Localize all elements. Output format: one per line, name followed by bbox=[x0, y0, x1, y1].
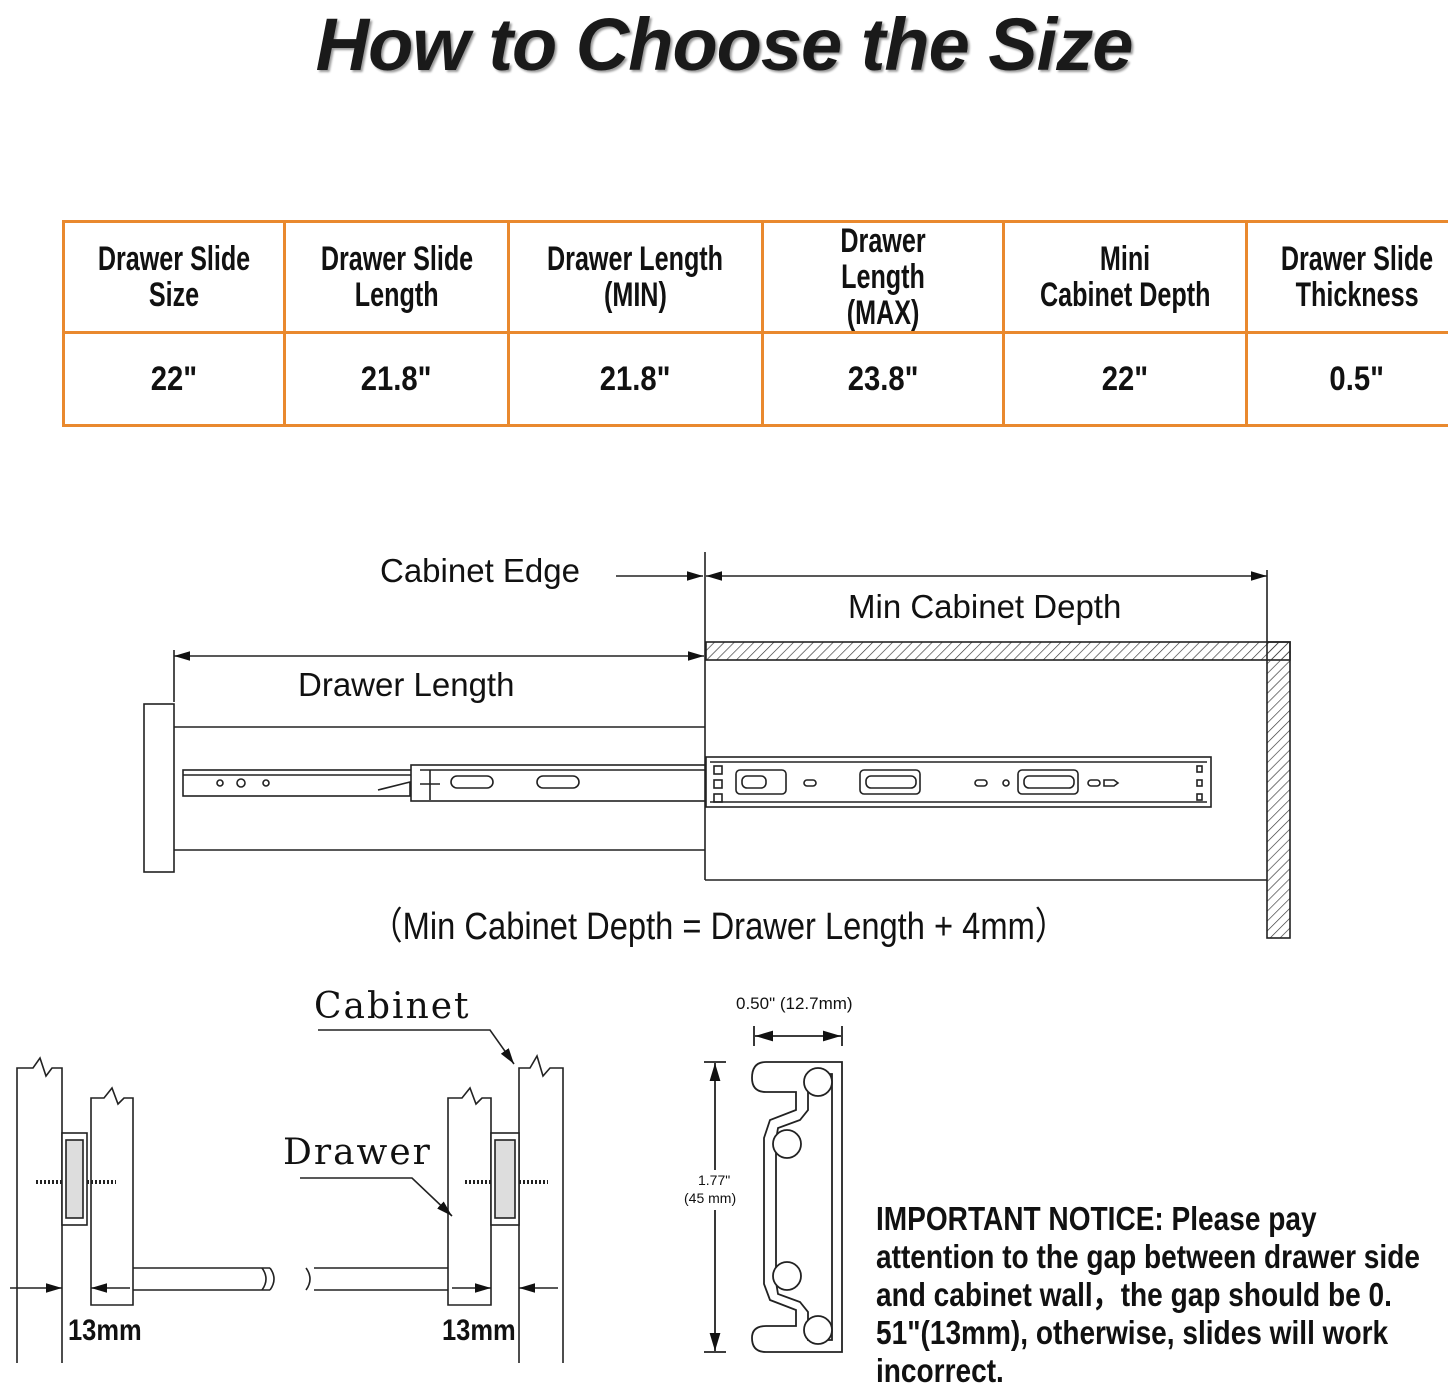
drawer-front bbox=[144, 704, 174, 872]
ball-bearing bbox=[804, 1316, 832, 1344]
slide-outer-member bbox=[706, 757, 1211, 807]
drawer-label: Drawer bbox=[283, 1132, 432, 1173]
drawer-length-label: Drawer Length bbox=[298, 666, 514, 704]
profile-height-inch-label: 1.77" bbox=[698, 1172, 730, 1188]
ball-bearing bbox=[773, 1130, 801, 1158]
depth-formula: （Min Cabinet Depth = Drawer Length + 4mm… bbox=[370, 895, 1067, 950]
ball-bearing bbox=[773, 1262, 801, 1290]
right-drawer-wall bbox=[448, 1088, 491, 1305]
profile-height-mm-label: (45 mm) bbox=[684, 1190, 736, 1206]
right-cabinet-wall bbox=[519, 1056, 563, 1363]
cabinet-back-panel bbox=[1267, 642, 1290, 938]
left-drawer-wall bbox=[91, 1088, 133, 1305]
cabinet-leader bbox=[318, 1030, 514, 1064]
profile-width-label: 0.50" (12.7mm) bbox=[736, 994, 853, 1014]
ball-bearing bbox=[804, 1068, 832, 1096]
important-notice: IMPORTANT NOTICE: Please pay attention t… bbox=[876, 1200, 1437, 1390]
left-cabinet-wall bbox=[17, 1058, 62, 1363]
cabinet-top-panel bbox=[706, 642, 1290, 660]
slide-profile bbox=[704, 1026, 842, 1352]
gap-left-label: 13mm bbox=[68, 1314, 142, 1348]
min-cabinet-depth-label: Min Cabinet Depth bbox=[848, 588, 1121, 626]
profile-outer bbox=[752, 1062, 842, 1352]
drawer-leader bbox=[300, 1178, 452, 1216]
cabinet-label: Cabinet bbox=[314, 986, 471, 1027]
cabinet-edge-label: Cabinet Edge bbox=[380, 552, 580, 590]
gap-right-label: 13mm bbox=[442, 1314, 516, 1348]
